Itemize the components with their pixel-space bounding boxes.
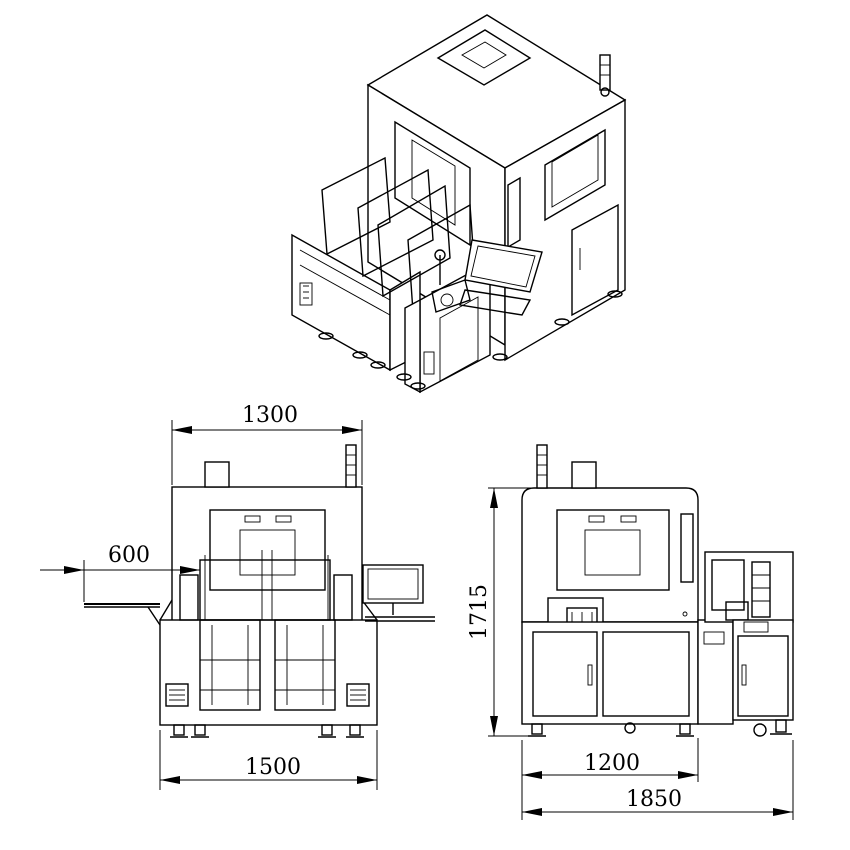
isometric-view bbox=[291, 14, 627, 394]
dim-600: 600 bbox=[108, 543, 150, 568]
front-view-dimensions: 1300 600 1500 bbox=[40, 403, 378, 790]
dim-1300: 1300 bbox=[242, 403, 298, 428]
side-view bbox=[521, 444, 794, 737]
dim-1715: 1715 bbox=[467, 584, 492, 640]
dim-1200: 1200 bbox=[584, 751, 640, 776]
front-view bbox=[84, 444, 435, 738]
side-view-dimensions: 1715 1200 1850 bbox=[467, 487, 794, 820]
dim-1500: 1500 bbox=[245, 755, 301, 780]
dim-1850: 1850 bbox=[626, 787, 682, 812]
